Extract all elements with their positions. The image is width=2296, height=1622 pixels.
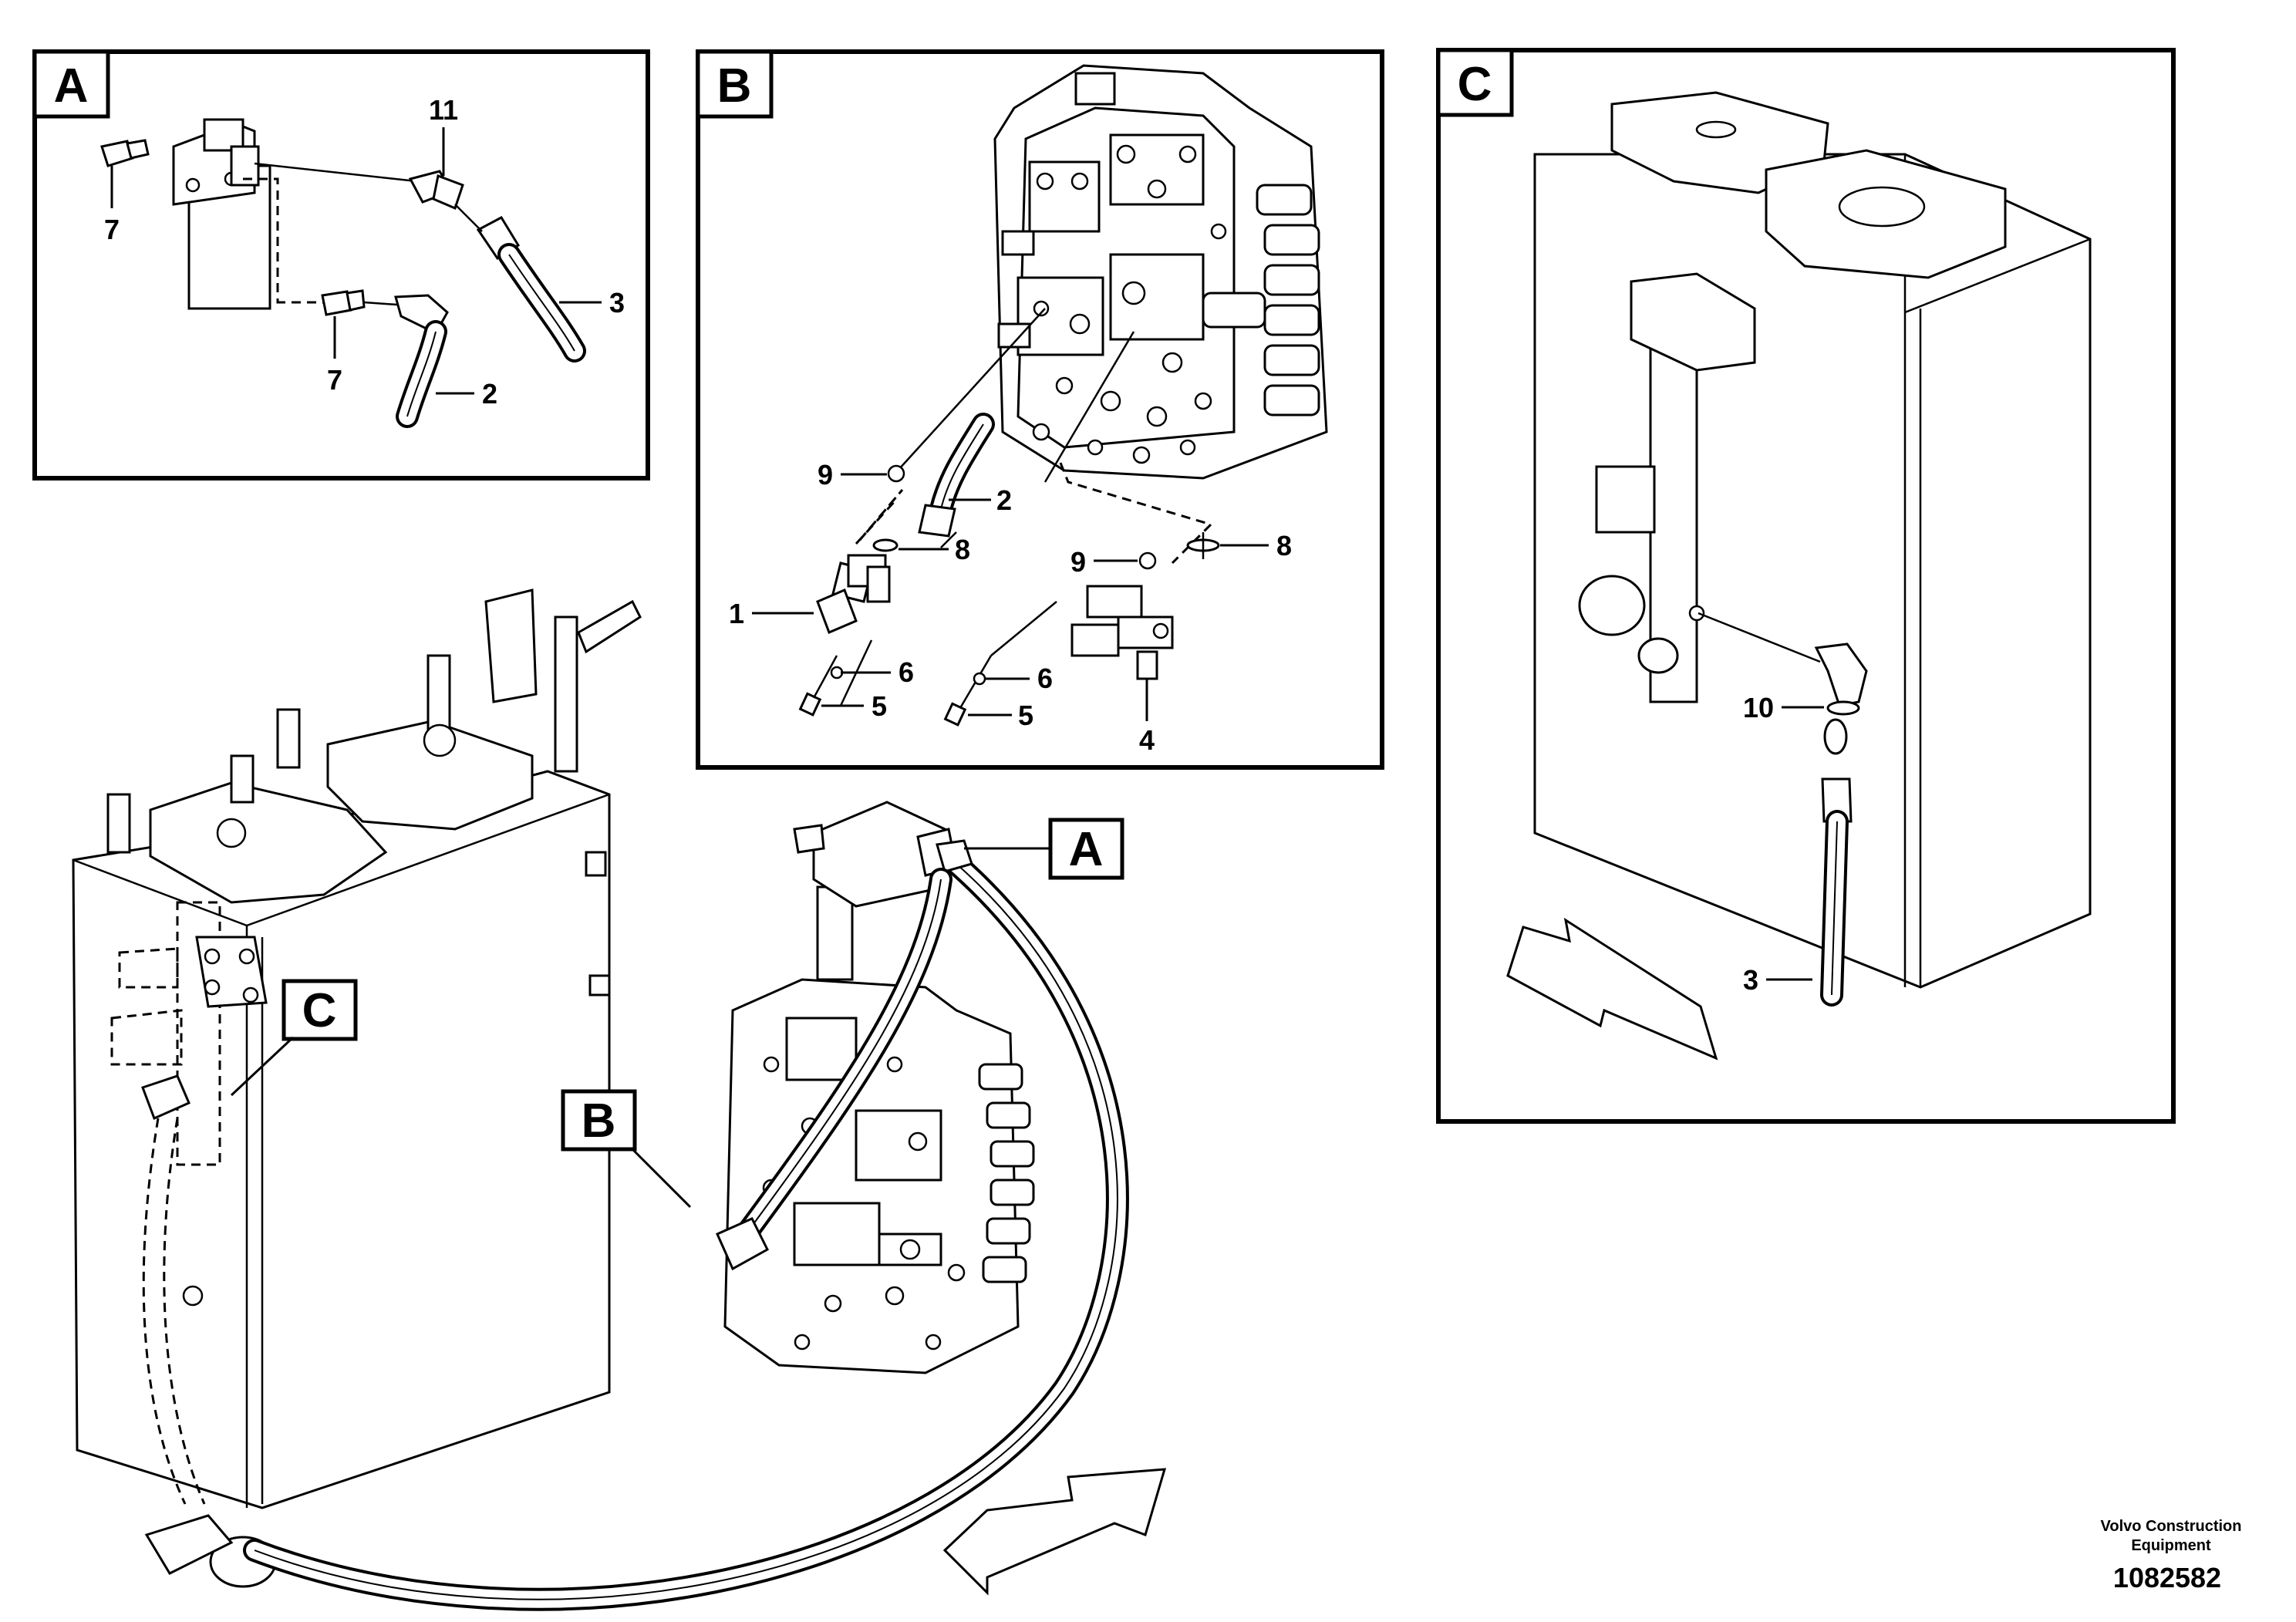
hydraulic-tank-detail: [1533, 91, 2092, 989]
solenoid-valve: [172, 118, 271, 310]
spool-caps-column: [1202, 184, 1320, 416]
view-b-panel: B: [696, 49, 1384, 770]
label-2-view-b: 2: [996, 484, 1012, 516]
label-4: 4: [1139, 724, 1155, 756]
control-valve-block-detail: [993, 64, 1328, 480]
bolt-5-left: [798, 655, 844, 717]
pilot-hose: [716, 868, 952, 1271]
fitting-7-lower: [321, 289, 366, 316]
label-7-upper: 7: [104, 214, 120, 245]
label-5-left: 5: [872, 690, 887, 722]
callout-a: A: [1069, 823, 1104, 876]
flange-fitting-1: [816, 554, 891, 634]
label-1: 1: [729, 598, 744, 629]
return-hose: [243, 852, 1129, 1611]
view-a-tag: A: [54, 59, 89, 113]
view-c-tag: C: [1458, 58, 1492, 111]
elbow-fitting-10: [1814, 642, 1868, 716]
hose-3-view-c: [1820, 777, 1853, 1007]
callout-b: B: [582, 1094, 616, 1148]
brand-line-2: Equipment: [2131, 1537, 2211, 1554]
direction-arrow-main: [942, 1468, 1167, 1596]
main-assembly: A B C: [72, 588, 1167, 1611]
brand-line-1: Volvo Construction: [2101, 1518, 2242, 1535]
callout-c: C: [302, 984, 337, 1037]
direction-arrow-view-c: [1506, 917, 1718, 1061]
label-9-left: 9: [818, 459, 833, 491]
label-3-view-c: 3: [1743, 964, 1758, 996]
view-c-panel: C 1: [1436, 48, 2176, 1124]
label-8-right: 8: [1276, 530, 1292, 561]
fitting-7-upper: [100, 139, 150, 167]
port-holes: [1032, 144, 1227, 464]
label-5-right: 5: [1018, 700, 1033, 731]
tee-fitting-4: [1070, 585, 1174, 680]
spool-caps: [978, 1063, 1035, 1283]
label-6-right: 6: [1037, 663, 1053, 694]
part-number: 1082582: [2113, 1562, 2221, 1593]
label-3-view-a: 3: [609, 287, 625, 319]
footer: Volvo Construction Equipment 1082582: [2101, 1518, 2242, 1593]
label-8-left: 8: [955, 534, 970, 565]
hose-2-view-b: [918, 413, 995, 538]
label-2-view-a: 2: [482, 378, 497, 410]
label-11: 11: [429, 94, 458, 126]
control-valve-block: [723, 978, 1035, 1374]
label-9-right: 9: [1070, 546, 1086, 578]
view-b-tag: B: [717, 59, 752, 113]
view-a-panel: A: [32, 49, 650, 481]
label-7-lower: 7: [327, 364, 342, 396]
hose-2-view-a: [394, 294, 449, 428]
tank-top-covers: [106, 588, 642, 904]
label-10: 10: [1743, 692, 1774, 723]
bolt-5-right: [943, 655, 993, 727]
label-6-left: 6: [899, 656, 914, 688]
hose-3-view-a: [476, 216, 586, 363]
fitting-11: [408, 170, 464, 211]
pilot-valve-mount: [793, 801, 973, 981]
